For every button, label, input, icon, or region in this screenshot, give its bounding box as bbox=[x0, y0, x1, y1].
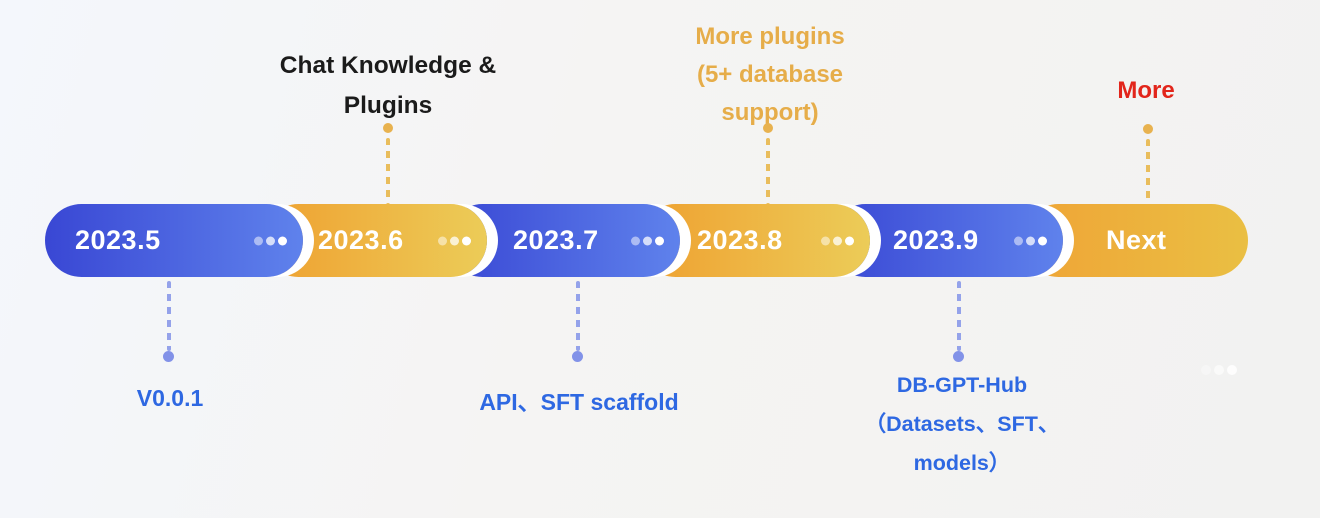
connector-dashed-line bbox=[957, 281, 961, 351]
ellipsis-dot bbox=[462, 236, 471, 245]
callout-line: support) bbox=[721, 99, 819, 126]
callout-line: Chat Knowledge & bbox=[279, 52, 497, 79]
ellipsis-dots bbox=[821, 236, 854, 245]
segment-label: Next bbox=[1106, 225, 1167, 255]
callout-line: DB-GPT-Hub bbox=[896, 373, 1028, 397]
connector-dot bbox=[383, 123, 393, 133]
connector-dashed-line bbox=[386, 138, 390, 204]
callout-line: models） bbox=[913, 451, 1011, 475]
connector-dot bbox=[763, 123, 773, 133]
ellipsis-dot bbox=[1038, 236, 1047, 245]
ellipsis-dot bbox=[438, 236, 447, 245]
segment-label: 2023.6 bbox=[318, 225, 404, 255]
connector-dot bbox=[953, 351, 964, 362]
ellipsis-dot bbox=[655, 236, 664, 245]
connector-dot bbox=[1143, 124, 1153, 134]
connector-dashed-line bbox=[1146, 139, 1150, 204]
segment-label: 2023.8 bbox=[697, 225, 783, 255]
ellipsis-dot bbox=[1201, 365, 1211, 375]
callout-line: API、SFT scaffold bbox=[479, 389, 679, 415]
timeline-segment-2023-7: 2023.7 bbox=[446, 204, 680, 277]
segment-label: 2023.5 bbox=[75, 225, 161, 255]
ellipsis-dot bbox=[1227, 365, 1237, 375]
ellipsis-dot bbox=[450, 236, 459, 245]
callout-more: More bbox=[1117, 77, 1174, 105]
ellipsis-dots bbox=[1014, 236, 1047, 245]
ellipsis-dot bbox=[845, 236, 854, 245]
callout-line: V0.0.1 bbox=[136, 385, 204, 411]
connector-dot bbox=[163, 351, 174, 362]
ellipsis-dot bbox=[821, 236, 830, 245]
callout-line: More bbox=[1117, 77, 1175, 104]
callout-api-sft: API、SFT scaffold bbox=[479, 387, 678, 417]
callout-chat-knowledge: Chat Knowledge & Plugins bbox=[280, 46, 496, 126]
ellipsis-dot bbox=[1014, 236, 1023, 245]
ellipsis-dots bbox=[254, 236, 287, 245]
ellipsis-dots bbox=[438, 236, 471, 245]
ellipsis-dots bbox=[631, 236, 664, 245]
ellipsis-dot bbox=[833, 236, 842, 245]
callout-line: （Datasets、SFT、 bbox=[864, 412, 1060, 436]
ellipsis-dot bbox=[1026, 236, 1035, 245]
callout-more-plugins: More plugins (5+ database support) bbox=[695, 18, 844, 132]
connector-dot bbox=[572, 351, 583, 362]
timeline-segment-2023-5: 2023.5 bbox=[45, 204, 303, 277]
ellipsis-dot bbox=[1214, 365, 1224, 375]
ellipsis-dot bbox=[254, 236, 263, 245]
callout-line: More plugins bbox=[695, 23, 845, 50]
connector-dashed-line bbox=[766, 138, 770, 204]
segment-label: 2023.7 bbox=[513, 225, 599, 255]
callout-line: (5+ database bbox=[696, 61, 844, 88]
ellipsis-dot bbox=[266, 236, 275, 245]
connector-dashed-line bbox=[167, 281, 171, 351]
ellipsis-dot bbox=[643, 236, 652, 245]
segment-label: 2023.9 bbox=[893, 225, 979, 255]
ellipsis-dot bbox=[278, 236, 287, 245]
ellipsis-dot bbox=[631, 236, 640, 245]
connector-dashed-line bbox=[576, 281, 580, 351]
callout-line: Plugins bbox=[343, 92, 433, 119]
callout-dbgpt-hub: DB-GPT-Hub （Datasets、SFT、 models） bbox=[865, 366, 1060, 483]
faint-ellipsis-dots bbox=[1201, 365, 1237, 375]
callout-v001: V0.0.1 bbox=[137, 383, 204, 413]
